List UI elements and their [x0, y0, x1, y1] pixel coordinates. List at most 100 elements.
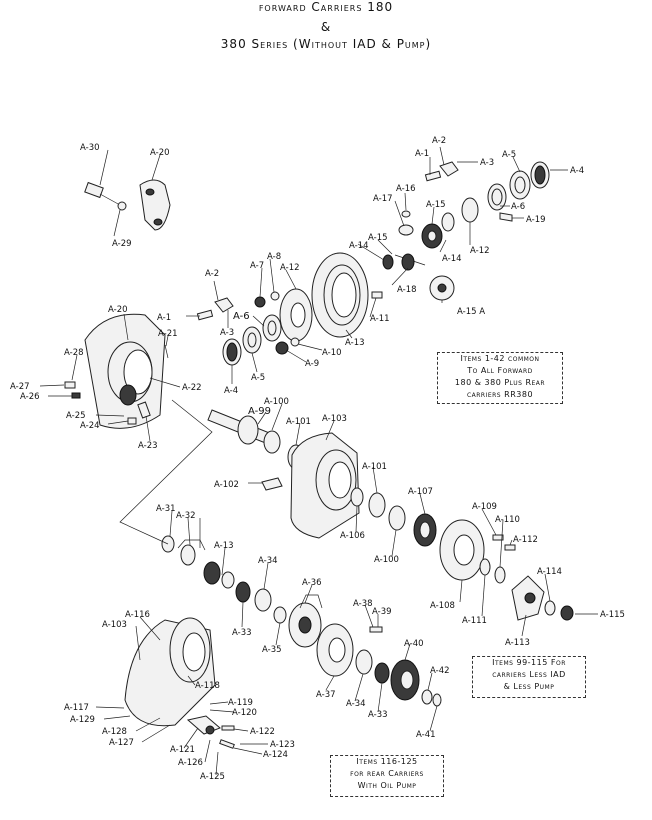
- part-gear-a107: [413, 513, 437, 547]
- part-washer-a29: [117, 201, 127, 211]
- label-a38: A-38: [353, 599, 373, 609]
- label-a119: A-119: [228, 698, 253, 708]
- label-a42: A-42: [430, 666, 450, 676]
- label-a129: A-129: [70, 715, 95, 725]
- label-a19: A-19: [526, 215, 546, 225]
- part-bearing-a32: [180, 544, 196, 566]
- label-a33-right: A-33: [368, 710, 388, 720]
- label-a9: A-9: [305, 359, 319, 369]
- label-a103-top: A-103: [322, 414, 347, 424]
- label-a6-top: A-6: [511, 202, 525, 212]
- label-a101-right: A-101: [362, 462, 387, 472]
- label-a31: A-31: [156, 504, 176, 514]
- note1-line-3: 180 & 380 Plus Rear: [454, 378, 546, 387]
- part-bolts-a1-a3: [424, 161, 459, 182]
- label-a113: A-113: [505, 638, 530, 648]
- part-bolt-a122: [221, 725, 235, 731]
- label-a20-top: A-20: [150, 148, 170, 158]
- label-a100-top: A-100: [264, 397, 289, 407]
- label-a2-mid: A-2: [205, 269, 219, 279]
- part-washer-a110: [494, 566, 506, 584]
- label-a122: A-122: [250, 727, 275, 737]
- part-ring-gear-a13: [311, 252, 369, 338]
- label-a16: A-16: [396, 184, 416, 194]
- label-a21: A-21: [158, 329, 178, 339]
- note2-line-3: & Less Pump: [503, 682, 555, 691]
- part-washer-a8: [270, 291, 280, 301]
- label-a103-bottom: A-103: [102, 620, 127, 630]
- label-a1-top: A-1: [415, 149, 429, 159]
- part-washer-a10: [290, 337, 300, 347]
- note-items-116-125: Items 116-125 for rear Carriers With Oil…: [330, 755, 444, 797]
- part-plug-a27: [64, 381, 76, 389]
- part-case-a37: [316, 623, 354, 677]
- part-washer-a42: [421, 689, 433, 705]
- part-bolts-a1-a3-left: [196, 297, 234, 321]
- label-a109: A-109: [472, 502, 497, 512]
- label-a112: A-112: [513, 535, 538, 545]
- part-cover-a108: [439, 519, 485, 581]
- part-bracket-a102: [261, 477, 283, 491]
- note1-line-4: carriers RR380: [466, 390, 534, 399]
- part-housing-pump-a103: [124, 617, 216, 727]
- part-nut-a115: [560, 605, 574, 621]
- note1-line-2: To All Forward: [467, 366, 533, 375]
- title-line-1: forward Carriers 180: [258, 0, 394, 14]
- part-case-a12: [279, 288, 313, 342]
- label-a17: A-17: [373, 194, 393, 204]
- label-a14-right: A-14: [442, 254, 462, 264]
- part-yoke-a113: [511, 575, 545, 621]
- label-a99: A-99: [248, 406, 271, 417]
- label-a23: A-23: [138, 441, 158, 451]
- label-a123: A-123: [270, 740, 295, 750]
- label-a8: A-8: [267, 252, 281, 262]
- label-a1-mid: A-1: [157, 313, 171, 323]
- note-items-1-42: Items 1-42 common To All Forward 180 & 3…: [437, 352, 563, 404]
- part-bearing-cup-a4-left: [222, 338, 242, 366]
- label-a34-right: A-34: [346, 699, 366, 709]
- label-a12-left: A-12: [280, 263, 300, 273]
- label-a4-mid: A-4: [224, 386, 238, 396]
- part-washer-a114: [544, 600, 556, 616]
- part-pinion-a17: [398, 224, 414, 236]
- label-a126: A-126: [178, 758, 203, 768]
- note2-line-1: Items 99-115 For: [492, 658, 566, 667]
- part-pin-a21: [164, 344, 169, 359]
- part-housing-a103: [290, 432, 360, 539]
- note3-line-2: for rear Carriers: [350, 769, 424, 778]
- note3-line-1: Items 116-125: [356, 757, 418, 766]
- part-seal-a106: [350, 487, 364, 507]
- label-a30: A-30: [80, 143, 100, 153]
- part-bearing-a34-lower: [355, 649, 373, 675]
- part-bearing-a33-lower: [374, 662, 390, 684]
- part-bearing-cone-a5-left: [242, 326, 262, 354]
- label-a6-mid: A-6: [233, 311, 250, 322]
- label-a3-top: A-3: [480, 158, 494, 168]
- label-a5-mid: A-5: [251, 373, 265, 383]
- label-a124: A-124: [263, 750, 288, 760]
- note1-line-1: Items 1-42 common: [460, 354, 540, 363]
- part-pinion-shaft-a99: [207, 409, 281, 454]
- label-a121: A-121: [170, 745, 195, 755]
- part-bolt-a124: [219, 739, 235, 749]
- part-flange-a15A: [429, 275, 455, 301]
- label-a22: A-22: [182, 383, 202, 393]
- label-a120: A-120: [232, 708, 257, 718]
- part-plug-a26: [71, 392, 81, 399]
- part-bearing-a35: [273, 606, 287, 624]
- part-gear-a13-lower: [203, 561, 235, 589]
- label-a25: A-25: [66, 411, 86, 421]
- label-a3-mid: A-3: [220, 328, 234, 338]
- label-a34-left: A-34: [258, 556, 278, 566]
- part-bearing-a34: [254, 588, 272, 612]
- title-line-2: &: [320, 20, 332, 34]
- part-washer-a24: [127, 417, 137, 425]
- label-a125: A-125: [200, 772, 225, 782]
- part-seal-a111: [479, 558, 491, 576]
- label-a15A: A-15 A: [457, 307, 485, 317]
- note-items-99-115: Items 99-115 For carriers Less IAD & Les…: [472, 656, 586, 698]
- part-thrust-washer-a14: [441, 212, 455, 232]
- label-a28: A-28: [64, 348, 84, 358]
- label-a127: A-127: [109, 738, 134, 748]
- part-bolt-a112: [504, 544, 516, 551]
